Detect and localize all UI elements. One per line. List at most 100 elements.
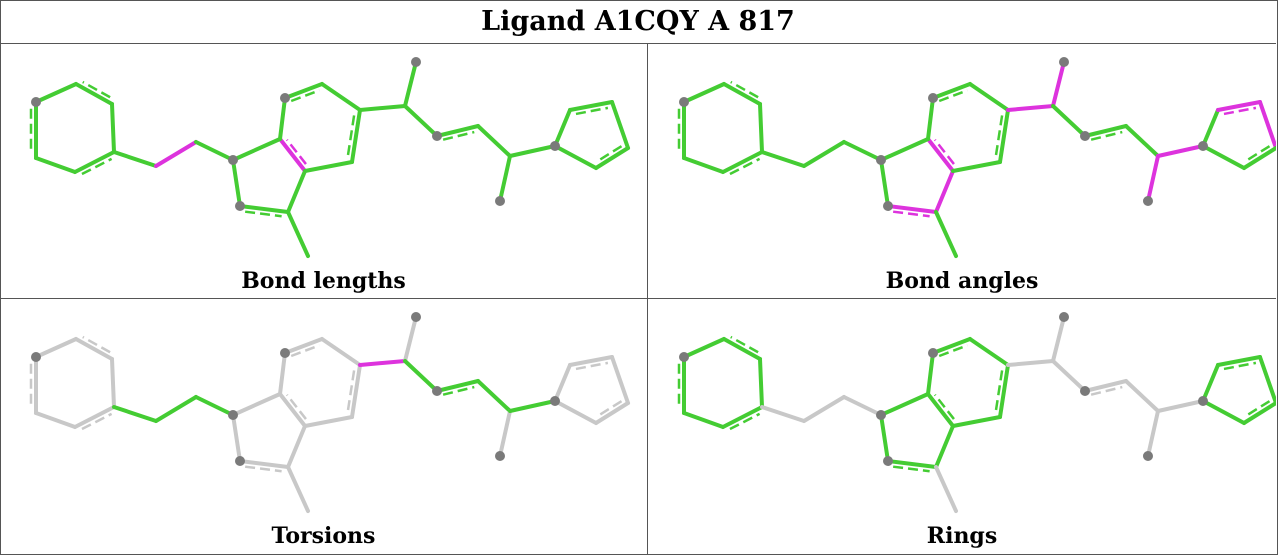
aromatic-bond-h1-h2-torsions bbox=[290, 344, 320, 358]
aromatic-bond-f2-f3-bond-lengths bbox=[244, 210, 282, 218]
atom-s2-bond-angles bbox=[1059, 57, 1069, 67]
atom-p1-torsions bbox=[550, 396, 560, 406]
bond-p5-p1-rings bbox=[1201, 399, 1246, 425]
panel-label-bond-lengths: Bond lengths bbox=[241, 268, 406, 294]
aromatic-bond-f4-f5-torsions bbox=[285, 393, 307, 420]
bond-h3-s1-torsions bbox=[358, 359, 407, 367]
atom-s6-rings bbox=[1143, 451, 1153, 461]
bond-p5-p1-bond-angles bbox=[1201, 144, 1246, 170]
bond-h2-h3-rings bbox=[968, 337, 1010, 367]
aromatic-bond-h3-h4-torsions bbox=[346, 370, 356, 411]
bond-b4-ch1-rings bbox=[760, 405, 806, 423]
bond-h3-s1-bond-angles bbox=[1006, 104, 1055, 112]
atom-s3-bond-lengths bbox=[432, 131, 442, 141]
bond-f1-f2-bond-lengths bbox=[231, 158, 242, 208]
bond-f4-f5-torsions bbox=[278, 392, 307, 428]
bond-s4-s5-rings bbox=[1124, 379, 1160, 413]
bond-f3-f4-bond-lengths bbox=[286, 169, 307, 214]
bond-p2-p3-bond-lengths bbox=[568, 100, 614, 112]
bond-s1-s2-bond-angles bbox=[1051, 60, 1066, 108]
bond-b6-b1-bond-angles bbox=[682, 82, 726, 104]
bond-p4-p5-bond-lengths bbox=[594, 146, 630, 170]
atom-p1-bond-angles bbox=[1198, 141, 1208, 151]
aromatic-bond-p4-p5-bond-angles bbox=[1244, 145, 1271, 163]
bond-f5-f1-bond-angles bbox=[879, 137, 930, 162]
bond-p4-p5-torsions bbox=[594, 401, 630, 425]
bond-f4-f5-rings bbox=[926, 392, 955, 428]
bond-ch2-f1-bond-lengths bbox=[194, 140, 235, 162]
aromatic-bond-h3-h4-bond-angles bbox=[994, 115, 1004, 156]
bond-f3-me-rings bbox=[934, 465, 958, 513]
figure-title: Ligand A1CQY A 817 bbox=[0, 0, 1276, 44]
bond-h3-h4-torsions bbox=[350, 363, 362, 419]
aromatic-bond-f4-f5-bond-angles bbox=[933, 138, 955, 165]
aromatic-bond-b3-b4-rings bbox=[729, 412, 761, 431]
bond-ch1-ch2-bond-lengths bbox=[154, 140, 198, 168]
bond-p5-p1-torsions bbox=[553, 399, 598, 425]
bond-h3-h4-bond-angles bbox=[998, 108, 1010, 164]
bond-h2-h3-torsions bbox=[320, 337, 362, 367]
atom-s6-bond-lengths bbox=[495, 196, 505, 206]
atom-s3-rings bbox=[1080, 386, 1090, 396]
atom-h1-bond-angles bbox=[928, 93, 938, 103]
bond-f5-f1-torsions bbox=[231, 392, 282, 417]
bond-b2-b3-bond-lengths bbox=[34, 156, 77, 174]
bond-s1-s3-torsions bbox=[403, 359, 439, 393]
aromatic-bond-s3-s4-bond-angles bbox=[1090, 130, 1123, 141]
atom-h1-rings bbox=[928, 348, 938, 358]
aromatic-bond-h1-h2-bond-lengths bbox=[290, 89, 320, 103]
panel-label-bond-angles: Bond angles bbox=[885, 268, 1039, 294]
bond-s3-s4-bond-lengths bbox=[435, 124, 480, 138]
bond-f3-me-torsions bbox=[286, 465, 310, 513]
aromatic-bond-f4-f5-rings bbox=[933, 393, 955, 420]
bond-b5-b6-bond-angles bbox=[722, 82, 762, 106]
aromatic-bond-b5-b6-bond-lengths bbox=[82, 80, 111, 99]
bond-s1-s2-rings bbox=[1051, 315, 1066, 363]
bond-b4-ch1-bond-lengths bbox=[112, 150, 158, 168]
bond-b3-b4-torsions bbox=[73, 405, 116, 429]
aromatic-bond-h1-h2-rings bbox=[938, 344, 968, 358]
atom-f1-torsions bbox=[228, 410, 238, 420]
bond-ch2-f1-torsions bbox=[194, 395, 235, 417]
bond-s5-s6-torsions bbox=[498, 409, 512, 458]
aromatic-bond-f2-f3-bond-angles bbox=[892, 210, 930, 218]
bond-p2-p3-torsions bbox=[568, 355, 614, 367]
atom-b1-torsions bbox=[31, 352, 41, 362]
atom-b1-bond-angles bbox=[679, 97, 689, 107]
bond-f3-f4-bond-angles bbox=[934, 169, 955, 214]
bond-s1-s3-bond-angles bbox=[1051, 104, 1087, 138]
aromatic-bond-h3-h4-bond-lengths bbox=[346, 115, 356, 156]
bond-ch2-f1-bond-angles bbox=[842, 140, 883, 162]
bond-s5-s6-bond-lengths bbox=[498, 154, 512, 203]
bond-s1-s3-rings bbox=[1051, 359, 1087, 393]
vertical-divider bbox=[647, 44, 648, 554]
bond-f1-f2-bond-angles bbox=[879, 158, 890, 208]
aromatic-bond-b3-b4-bond-angles bbox=[729, 157, 761, 176]
bond-f4-f5-bond-angles bbox=[926, 137, 955, 173]
atom-p1-bond-lengths bbox=[550, 141, 560, 151]
bond-f5-h1-bond-lengths bbox=[278, 96, 287, 141]
bond-h1-h2-rings bbox=[931, 337, 972, 355]
atom-f1-rings bbox=[876, 410, 886, 420]
bond-h3-h4-rings bbox=[998, 363, 1010, 419]
atom-h1-bond-lengths bbox=[280, 93, 290, 103]
bond-b4-ch1-bond-angles bbox=[760, 150, 806, 168]
bond-f5-h1-torsions bbox=[278, 351, 287, 396]
bond-h2-h3-bond-angles bbox=[968, 82, 1010, 112]
bond-s1-s2-torsions bbox=[403, 315, 418, 363]
bond-b4-b5-torsions bbox=[110, 357, 116, 409]
bond-f4-f5-bond-lengths bbox=[278, 137, 307, 173]
bond-b2-b3-torsions bbox=[34, 411, 77, 429]
bond-b4-b5-rings bbox=[758, 357, 764, 409]
aromatic-bond-p2-p3-torsions bbox=[575, 361, 609, 371]
bond-s1-s3-bond-lengths bbox=[403, 104, 439, 138]
bond-s5-p1-bond-lengths bbox=[508, 144, 557, 158]
aromatic-bond-p4-p5-rings bbox=[1244, 400, 1271, 418]
bond-s5-p1-rings bbox=[1156, 399, 1205, 413]
bond-s5-p1-bond-angles bbox=[1156, 144, 1205, 158]
horizontal-divider bbox=[0, 298, 1276, 299]
atom-f1-bond-angles bbox=[876, 155, 886, 165]
bond-ch2-f1-rings bbox=[842, 395, 883, 417]
molecule-bond-angles bbox=[677, 57, 1276, 258]
aromatic-bond-s3-s4-bond-lengths bbox=[442, 130, 475, 141]
